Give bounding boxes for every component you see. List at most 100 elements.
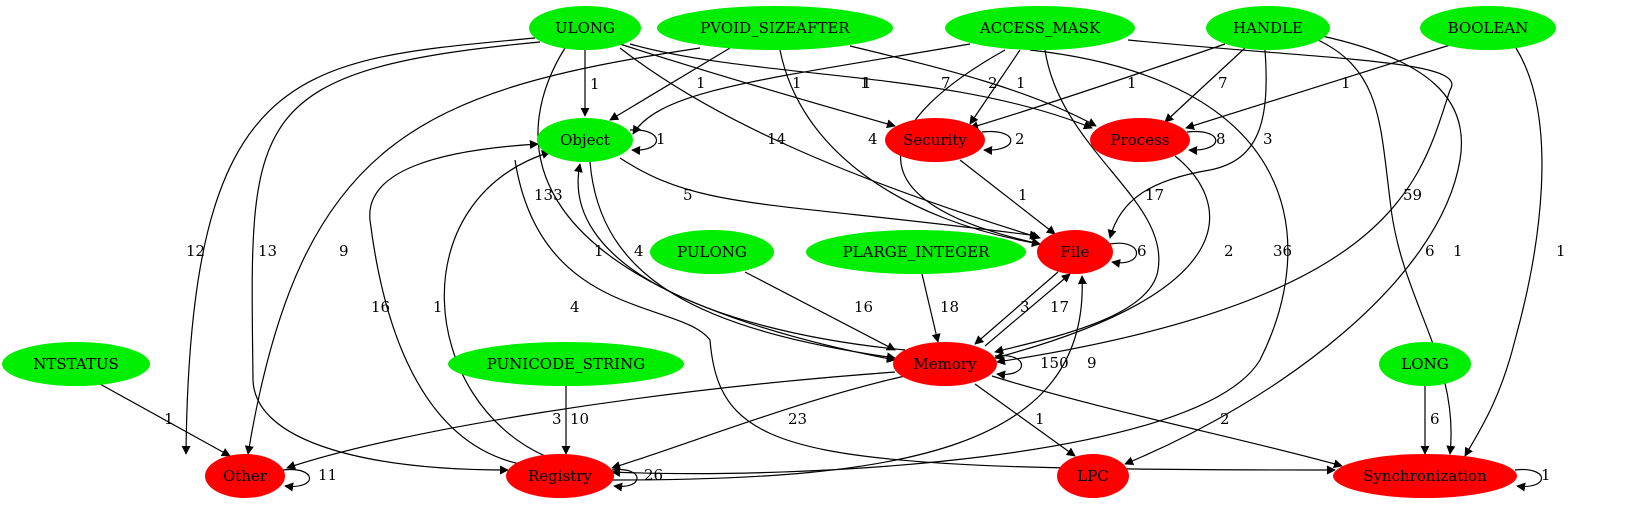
node-long: LONG bbox=[1379, 342, 1471, 386]
edge-label-Registry-to-Object: 1 bbox=[433, 298, 443, 316]
edge-ULONG-to-Registry bbox=[251, 41, 541, 475]
node-registry: Registry bbox=[506, 454, 614, 498]
edge-ULONG-to-Other bbox=[181, 37, 536, 455]
node-ulong: ULONG bbox=[529, 6, 641, 50]
node-shape bbox=[885, 118, 985, 162]
edge-Memory-to-Object bbox=[573, 163, 906, 351]
node-memory: Memory bbox=[893, 342, 997, 386]
node-shape bbox=[1090, 118, 1190, 162]
edge-label-ACCESS_MASK-to-File: 4 bbox=[868, 130, 878, 148]
edge-PULONG-to-Memory bbox=[744, 271, 896, 351]
edge-Registry-to-Registry bbox=[611, 468, 638, 492]
node-label: PUNICODE_STRING bbox=[487, 355, 645, 373]
edge-label-Security-to-Security: 2 bbox=[1015, 130, 1025, 148]
edge-ACCESS_MASK-to-Object bbox=[632, 43, 971, 135]
edge-BOOLEAN-to-Process bbox=[1185, 44, 1451, 130]
edge-label-PLARGE_INTEGER-to-Memory: 18 bbox=[940, 298, 959, 316]
edge-label-Memory-to-Registry: 23 bbox=[788, 410, 807, 428]
edge-label-BOOLEAN-to-Synchronization: 1 bbox=[1556, 242, 1566, 260]
node-label: ULONG bbox=[555, 19, 615, 37]
edge-label-ULONG-to-Memory: 133 bbox=[534, 186, 563, 204]
node-label: PVOID_SIZEAFTER bbox=[700, 19, 850, 37]
node-shape bbox=[448, 342, 684, 386]
node-shape bbox=[806, 230, 1026, 274]
node-shape bbox=[2, 342, 150, 386]
edge-label-PVOID_SIZEAFTER-to-File: 1 bbox=[792, 74, 802, 92]
edge-label-HANDLE-to-File: 3 bbox=[1263, 130, 1273, 148]
node-label: Security bbox=[903, 131, 967, 149]
edge-label-File-to-File: 6 bbox=[1137, 242, 1147, 260]
edge-ACCESS_MASK-to-Registry bbox=[611, 49, 1289, 477]
edge-ACCESS_MASK-to-Memory bbox=[994, 49, 1160, 355]
edge-ULONG-to-Security bbox=[619, 43, 896, 129]
edge-label-Memory-to-Synchronization: 2 bbox=[1220, 410, 1230, 428]
edge-label-Memory-to-Memory: 150 bbox=[1040, 354, 1069, 372]
node-shape bbox=[893, 342, 997, 386]
node-handle: HANDLE bbox=[1206, 6, 1330, 50]
edge-NTSTATUS-to-Other bbox=[99, 383, 231, 457]
node-shape bbox=[537, 118, 633, 162]
node-other: Other bbox=[205, 454, 285, 498]
edge-Object-to-Object bbox=[629, 129, 658, 155]
edge-label-HANDLE-to-Process: 7 bbox=[1218, 74, 1228, 92]
edge-label-ULONG-to-Registry: 13 bbox=[258, 242, 277, 260]
edge-Security-to-File bbox=[959, 159, 1056, 235]
edge-HANDLE-to-File bbox=[1107, 49, 1267, 239]
edge-label-Process-to-Process: 8 bbox=[1216, 130, 1226, 148]
edge-label-ACCESS_MASK-to-Object: 1 bbox=[860, 74, 870, 92]
edge-HANDLE-to-Process bbox=[1164, 47, 1246, 123]
edge-ULONG-to-Process bbox=[629, 43, 1093, 130]
edge-label-ULONG-to-Object: 1 bbox=[590, 75, 600, 93]
edge-PVOID_SIZEAFTER-to-File bbox=[779, 49, 1041, 248]
edge-PVOID_SIZEAFTER-to-Object bbox=[609, 47, 731, 121]
node-pvoid-sizeafter: PVOID_SIZEAFTER bbox=[657, 6, 893, 50]
node-object: Object bbox=[537, 118, 633, 162]
edge-label-PVOID_SIZEAFTER-to-Process: 2 bbox=[988, 74, 998, 92]
node-shape bbox=[1057, 454, 1129, 498]
edge-Process-to-Process bbox=[1186, 130, 1217, 155]
edge-label-NTSTATUS-to-Other: 1 bbox=[164, 410, 174, 428]
node-security: Security bbox=[885, 118, 985, 162]
edge-PLARGE_INTEGER-to-Memory bbox=[921, 273, 941, 343]
node-synchronization: Synchronization bbox=[1333, 454, 1517, 498]
node-label: Object bbox=[560, 131, 610, 149]
edge-label-ACCESS_MASK-to-Security: 1 bbox=[1016, 74, 1026, 92]
node-shape bbox=[945, 6, 1135, 50]
edge-label-ULONG-to-Process: 7 bbox=[941, 74, 951, 92]
edge-label-HANDLE-to-Security: 1 bbox=[1127, 74, 1137, 92]
edge-HANDLE-to-Security bbox=[969, 43, 1226, 130]
node-label: Other bbox=[223, 467, 268, 485]
node-file: File bbox=[1037, 230, 1113, 274]
edge-label-Registry-to-Object: 16 bbox=[371, 298, 390, 316]
edge-label-HANDLE-to-LPC: 1 bbox=[1453, 242, 1463, 260]
node-label: Registry bbox=[528, 467, 592, 485]
edge-Registry-to-File bbox=[611, 275, 1087, 481]
edge-PVOID_SIZEAFTER-to-Other bbox=[244, 47, 701, 455]
edge-label-PUNICODE_STRING-to-Registry: 10 bbox=[570, 410, 589, 428]
edge-ULONG-to-Memory bbox=[537, 47, 896, 363]
node-access-mask: ACCESS_MASK bbox=[945, 6, 1135, 50]
node-shape bbox=[1037, 230, 1113, 274]
edge-HANDLE-to-LPC bbox=[1124, 35, 1462, 466]
edge-Registry-to-Object bbox=[369, 140, 539, 465]
edge-label-Object-to-Object: 1 bbox=[656, 130, 666, 148]
node-label: Memory bbox=[913, 355, 977, 373]
node-shape bbox=[205, 454, 285, 498]
node-label: Process bbox=[1111, 131, 1170, 149]
edges bbox=[99, 35, 1543, 492]
edge-ACCESS_MASK-to-Memory bbox=[996, 39, 1453, 366]
edge-label-Object-to-Memory: 4 bbox=[634, 242, 644, 260]
node-label: File bbox=[1061, 243, 1090, 261]
edge-label-PULONG-to-Memory: 16 bbox=[854, 298, 873, 316]
edge-label-PVOID_SIZEAFTER-to-Object: 1 bbox=[696, 74, 706, 92]
node-lpc: LPC bbox=[1057, 454, 1129, 498]
node-shape bbox=[529, 6, 641, 50]
node-shape bbox=[1379, 342, 1471, 386]
edge-label-Registry-to-Registry: 26 bbox=[644, 466, 663, 484]
edge-Memory-to-Registry bbox=[611, 375, 906, 470]
edge-Synchronization-to-Synchronization bbox=[1514, 468, 1543, 492]
edge-label-Memory-to-LPC: 1 bbox=[1035, 410, 1045, 428]
